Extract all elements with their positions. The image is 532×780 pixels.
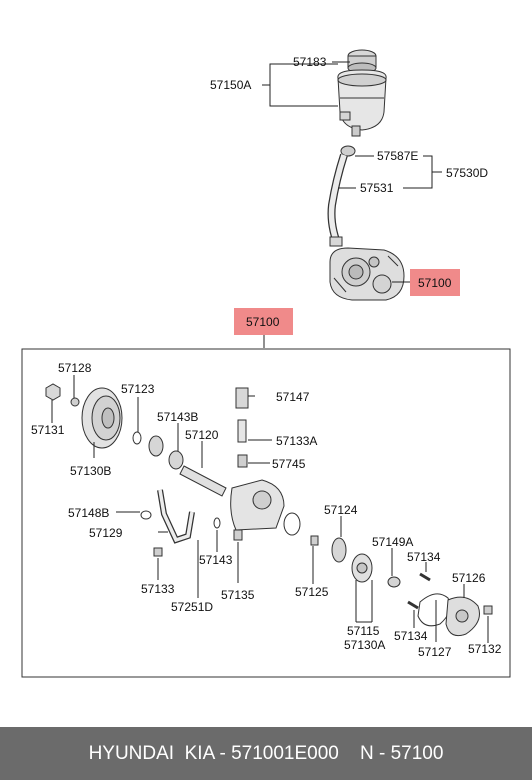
label-57132: 57132 [468, 642, 502, 656]
pin-57134-a [419, 572, 431, 582]
label-57115: 57115 [347, 624, 380, 638]
label-57150A: 57150A [210, 78, 251, 92]
label-57124: 57124 [324, 503, 358, 517]
exploded-view-frame [21, 348, 511, 678]
label-57134-b: 57134 [394, 629, 428, 643]
label-57183: 57183 [293, 55, 327, 69]
parts-diagram: 57183 57150A 57587E 57530D 57531 57100 5… [21, 49, 511, 678]
washer-57128 [70, 397, 80, 407]
shaft-57120 [179, 465, 227, 497]
label-57131: 57131 [31, 423, 65, 437]
label-57134-a: 57134 [407, 550, 441, 564]
label-57135: 57135 [221, 588, 255, 602]
label-57100-top: 57100 [418, 276, 452, 290]
valve-57133A [237, 419, 247, 443]
label-57126: 57126 [452, 571, 486, 585]
bushing-57149A [387, 576, 401, 588]
gasket-57127 [417, 593, 451, 627]
label-57530D: 57530D [446, 166, 488, 180]
hose-assembly [327, 145, 356, 247]
label-57251D: 57251D [171, 600, 213, 614]
label-57143: 57143 [199, 553, 233, 567]
label-57123: 57123 [121, 382, 155, 396]
label-57149A: 57149A [372, 535, 413, 549]
label-57130A: 57130A [344, 638, 385, 652]
snap-ring-57123 [132, 431, 142, 445]
part-57125 [310, 535, 319, 546]
label-57130B: 57130B [70, 464, 111, 478]
label-57148B: 57148B [68, 506, 109, 520]
highlight-57100-top [410, 269, 460, 296]
hose-clamp [340, 145, 356, 157]
label-57587E: 57587E [377, 149, 418, 163]
label-57128: 57128 [58, 361, 92, 375]
label-57100-box: 57100 [246, 315, 280, 329]
highlight-57100-box [234, 308, 293, 335]
part-labels: 57183 57150A 57587E 57530D 57531 57100 5… [31, 55, 502, 659]
spring-57745 [237, 454, 248, 468]
fitting-57147 [235, 387, 249, 409]
bolt-57132 [483, 605, 493, 615]
label-57143B: 57143B [157, 410, 198, 424]
reservoir-assembly [337, 49, 387, 137]
pin-57134-b [407, 600, 419, 610]
footer-part-number-text: HYUNDAI KIA - 571001E000 N - 57100 [88, 743, 444, 764]
rotor-57124 [331, 537, 347, 563]
power-steering-pump [329, 247, 405, 301]
footer-bar: HYUNDAI KIA - 571001E000 N - 57100 [0, 727, 532, 780]
label-57127: 57127 [418, 645, 452, 659]
upper-leaders [262, 61, 442, 283]
nut-57131 [45, 383, 61, 401]
label-57129: 57129 [89, 526, 123, 540]
bearing-57143B [148, 435, 164, 457]
exploded-leaders [51, 375, 489, 643]
label-57147: 57147 [276, 390, 310, 404]
label-57120: 57120 [185, 428, 219, 442]
label-57745: 57745 [272, 457, 306, 471]
exploded-parts [45, 383, 493, 637]
label-57125: 57125 [295, 585, 329, 599]
label-57133A: 57133A [276, 434, 317, 448]
label-57133: 57133 [141, 582, 175, 596]
label-57531: 57531 [360, 181, 394, 195]
